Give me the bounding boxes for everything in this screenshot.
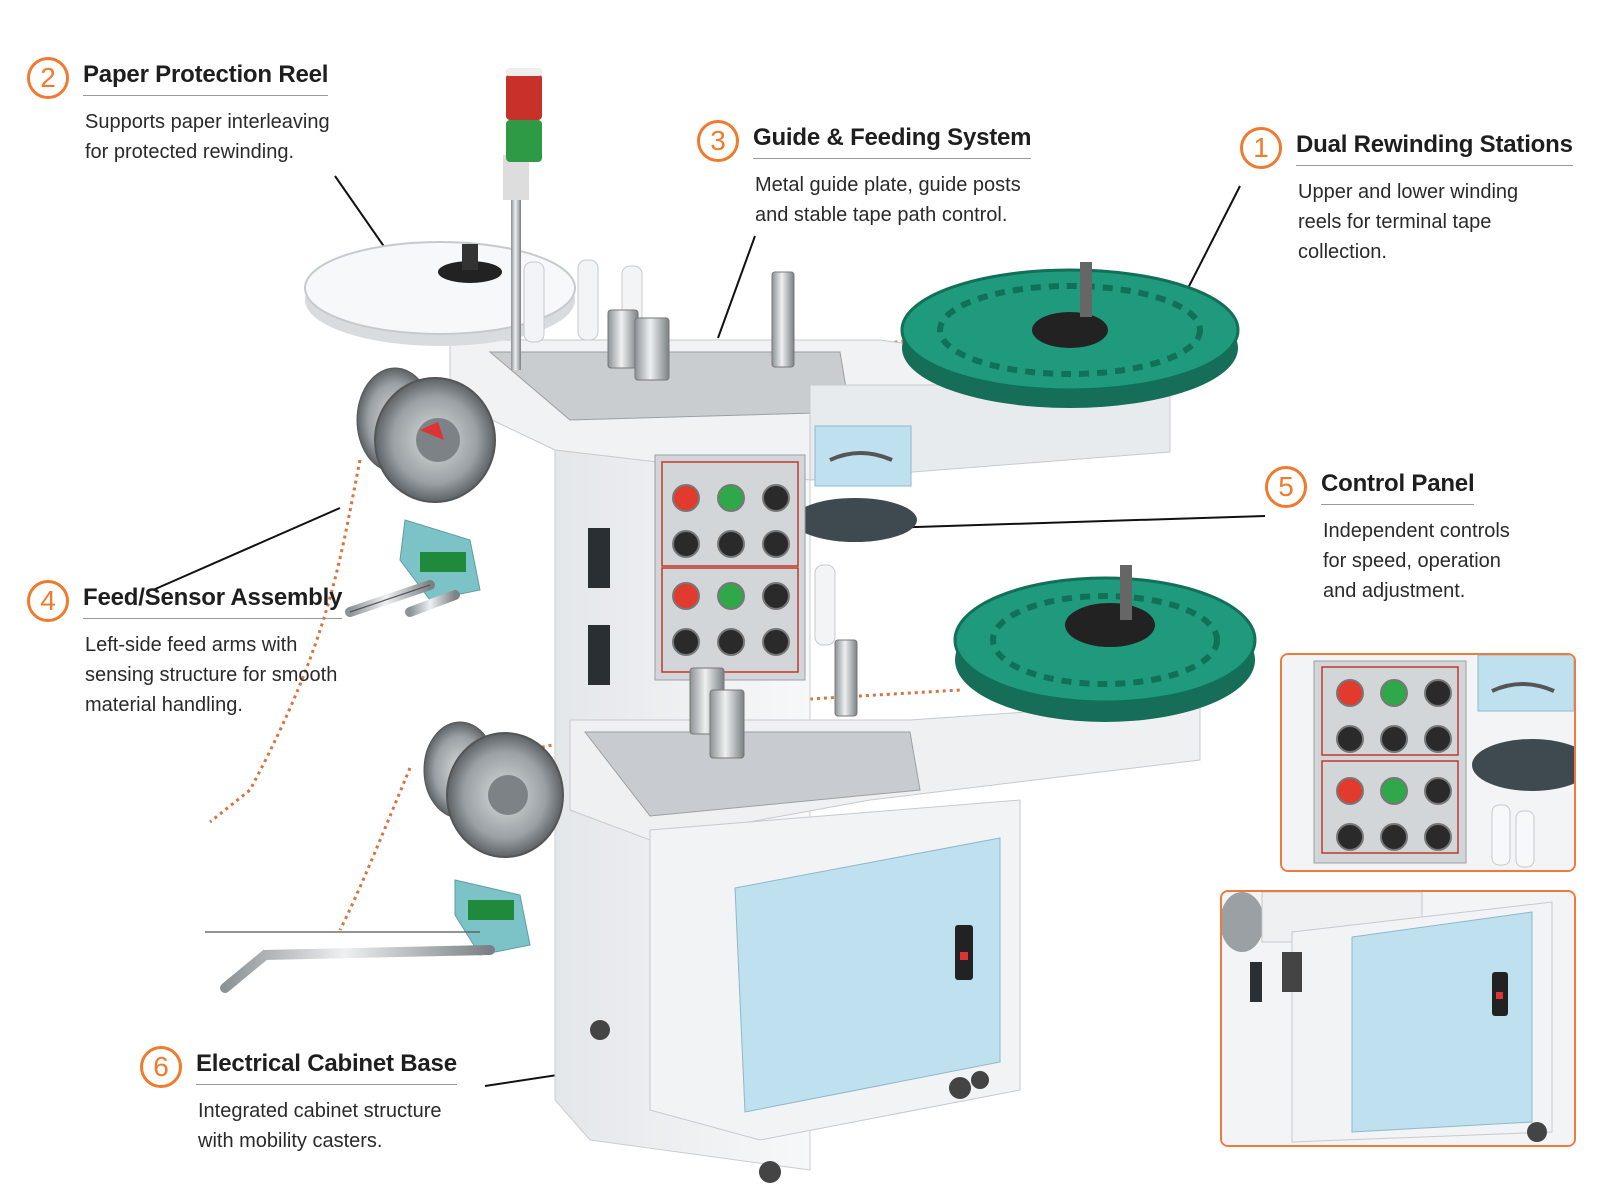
callout-number-2: 2	[27, 57, 69, 99]
callout-description: Integrated cabinet structure with mobili…	[198, 1096, 457, 1156]
panel-button	[717, 628, 745, 656]
callout-description-line: Left-side feed arms with	[85, 634, 298, 656]
panel-button	[1380, 777, 1408, 805]
callout-number-5: 5	[1265, 466, 1307, 508]
panel-button	[762, 484, 790, 512]
callout-number-1: 1	[1240, 127, 1282, 169]
callout-description-line: Integrated cabinet structure	[198, 1100, 442, 1122]
callout-description-line: sensing structure for smooth	[85, 664, 338, 686]
lower-feed-reel	[423, 721, 564, 858]
control-panel-closeup	[1280, 653, 1576, 872]
callout-description-line: and adjustment.	[1323, 580, 1466, 602]
callout-title: Feed/Sensor Assembly	[83, 584, 342, 619]
upper-feed-reel	[356, 367, 496, 503]
feed-arms	[200, 519, 531, 993]
panel-button	[717, 582, 745, 610]
panel-button	[1424, 777, 1452, 805]
callout-title: Control Panel	[1321, 470, 1475, 505]
callout-number-6: 6	[140, 1046, 182, 1088]
callout-control-panel: 5 Control Panel Independent controls for…	[1265, 466, 1510, 606]
callout-description-line: with mobility casters.	[198, 1130, 383, 1152]
lower-green-reel	[953, 565, 1257, 722]
panel-button	[1424, 679, 1452, 707]
panel-button	[762, 582, 790, 610]
callout-number-4: 4	[27, 580, 69, 622]
control-panel-closeup-art	[1282, 655, 1574, 870]
cabinet-base-closeup-art	[1222, 892, 1574, 1145]
callout-description: Left-side feed arms with sensing structu…	[85, 630, 342, 720]
callout-title: Paper Protection Reel	[83, 61, 328, 96]
callout-title: Guide & Feeding System	[753, 124, 1032, 159]
callout-number-3: 3	[697, 120, 739, 162]
callout-title: Dual Rewinding Stations	[1296, 131, 1573, 166]
upper-green-reel	[900, 262, 1240, 408]
panel-button	[1380, 823, 1408, 851]
panel-button	[672, 582, 700, 610]
cabinet-base-closeup	[1220, 890, 1576, 1147]
callout-description-line: material handling.	[85, 694, 243, 716]
panel-button	[1336, 679, 1364, 707]
callout-guide-feeding-system: 3 Guide & Feeding System Metal guide pla…	[697, 120, 1032, 230]
panel-button	[1424, 823, 1452, 851]
panel-button	[762, 530, 790, 558]
callout-description-line: for protected rewinding.	[85, 141, 295, 163]
panel-button	[672, 484, 700, 512]
panel-button	[1424, 725, 1452, 753]
callout-description: Supports paper interleaving for protecte…	[85, 107, 330, 167]
callout-description-line: and stable tape path control.	[755, 204, 1008, 226]
callout-description: Independent controls for speed, operatio…	[1323, 516, 1510, 606]
callout-description-line: reels for terminal tape	[1298, 211, 1492, 233]
panel-button	[1380, 679, 1408, 707]
callout-description-line: Independent controls	[1323, 520, 1510, 542]
callout-description-line: Supports paper interleaving	[85, 111, 330, 133]
panel-button	[672, 530, 700, 558]
callout-paper-protection-reel: 2 Paper Protection Reel Supports paper i…	[27, 57, 330, 167]
callout-description-line: for speed, operation	[1323, 550, 1501, 572]
paper-protection-reel	[304, 241, 576, 346]
callout-feed-sensor-assembly: 4 Feed/Sensor Assembly Left-side feed ar…	[27, 580, 342, 720]
callout-description-line: Upper and lower winding	[1298, 181, 1519, 203]
panel-button	[717, 530, 745, 558]
callout-description: Upper and lower winding reels for termin…	[1298, 177, 1573, 267]
machine-body	[449, 339, 1201, 1183]
callout-description-line: Metal guide plate, guide posts	[755, 174, 1021, 196]
panel-button	[1380, 725, 1408, 753]
panel-button	[1336, 823, 1364, 851]
callout-description: Metal guide plate, guide posts and stabl…	[755, 170, 1031, 230]
panel-button	[1336, 725, 1364, 753]
callout-description-line: collection.	[1298, 241, 1387, 263]
panel-button	[672, 628, 700, 656]
callout-title: Electrical Cabinet Base	[196, 1050, 457, 1085]
callout-electrical-cabinet-base: 6 Electrical Cabinet Base Integrated cab…	[140, 1046, 457, 1156]
panel-button	[717, 484, 745, 512]
panel-button	[762, 628, 790, 656]
signal-tower	[503, 68, 542, 370]
callout-dual-rewinding-stations: 1 Dual Rewinding Stations Upper and lowe…	[1240, 127, 1573, 267]
panel-button	[1336, 777, 1364, 805]
